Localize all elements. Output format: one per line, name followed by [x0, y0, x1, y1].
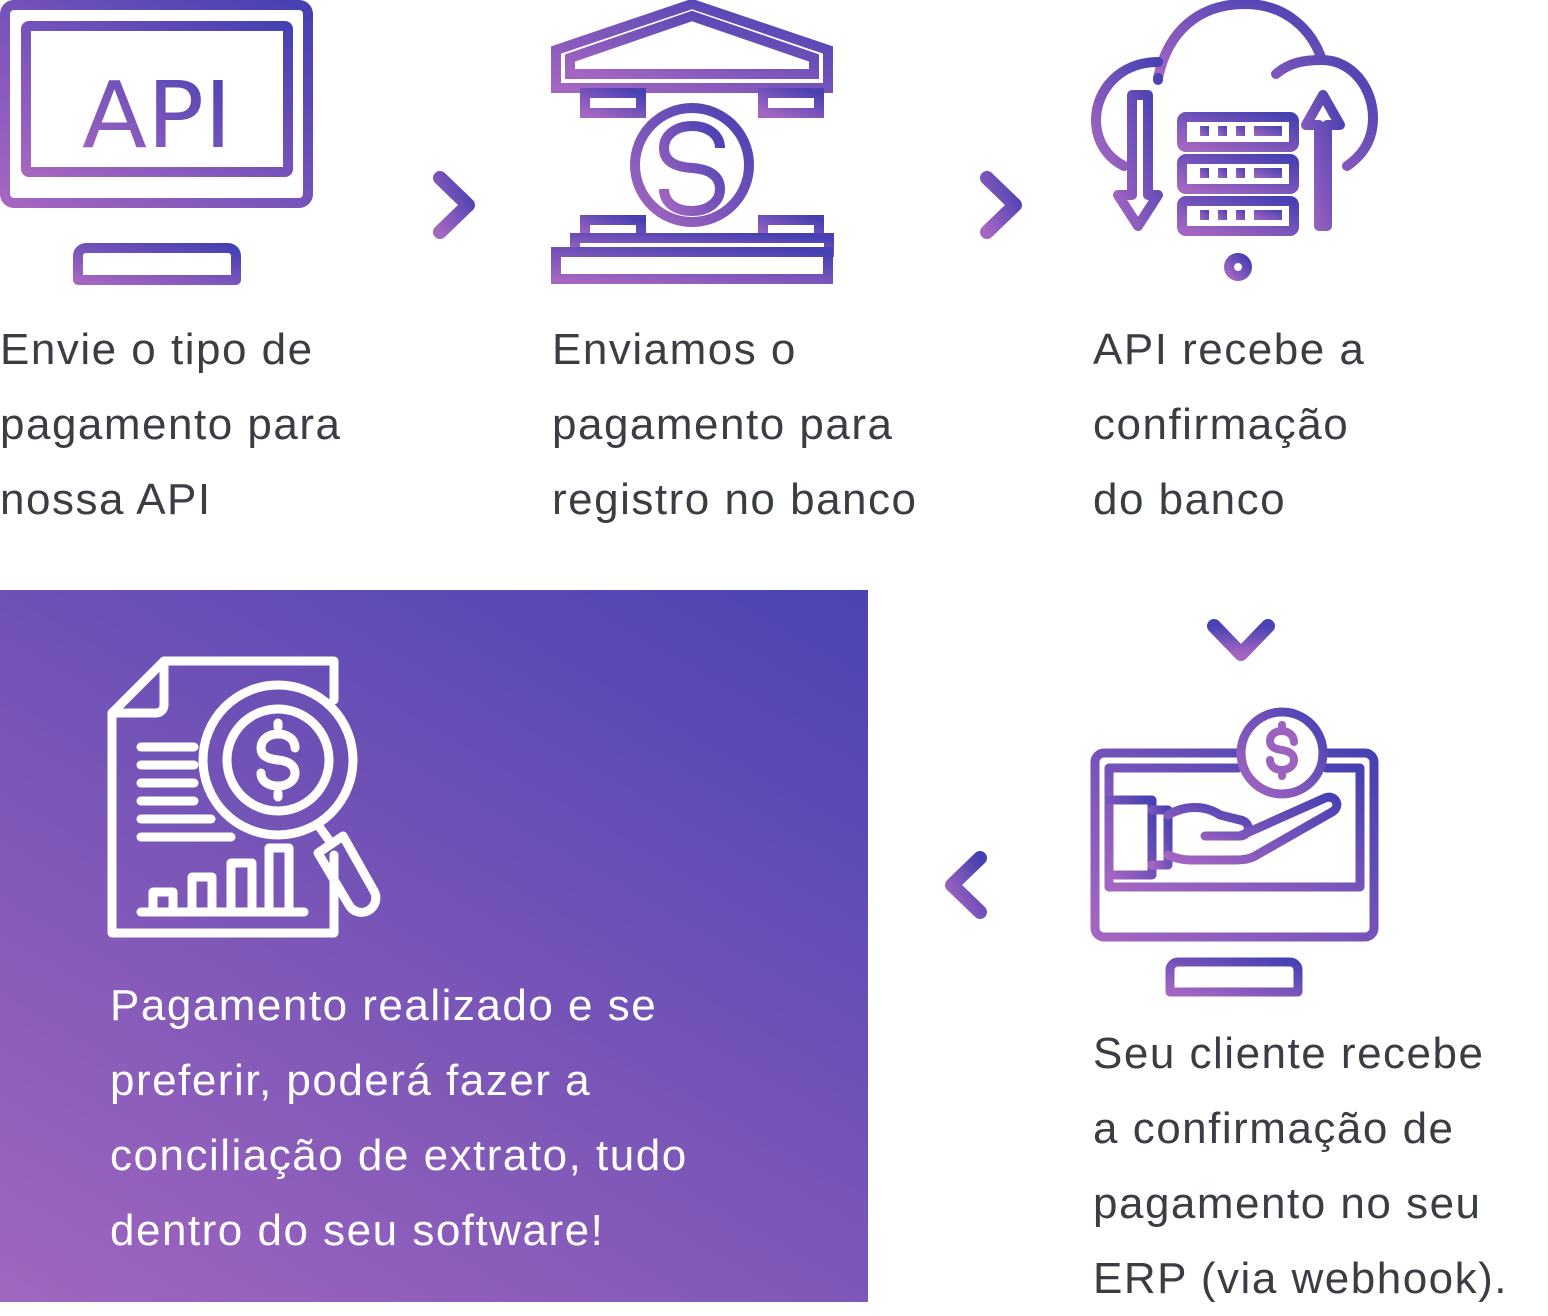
text-line: a confirmação de: [1093, 1104, 1455, 1153]
text-line: confirmação: [1093, 400, 1350, 449]
arrow-right-icon: [396, 170, 478, 240]
cloud-server-sync-icon: [1090, 0, 1380, 285]
step-2-description: Enviamos o pagamento para registro no ba…: [552, 312, 918, 537]
text-line: API recebe a: [1093, 325, 1366, 374]
text-line: conciliação de extrato, tudo: [110, 1131, 688, 1180]
text-line: pagamento para: [552, 400, 894, 449]
text-line: pagamento no seu: [1093, 1179, 1482, 1228]
document-magnifier-dollar-icon: [106, 655, 391, 940]
monitor-hand-dollar-icon: [1090, 707, 1380, 1000]
step-3-description: API recebe a confirmação do banco: [1093, 312, 1365, 537]
text-line: Enviamos o: [552, 325, 797, 374]
api-label: API: [82, 62, 232, 169]
monitor-api-icon: API: [0, 0, 315, 285]
step-4-description: Seu cliente recebe a confirmação de paga…: [1093, 1016, 1508, 1316]
text-line: registro no banco: [552, 475, 918, 524]
text-line: do banco: [1093, 475, 1287, 524]
bank-dollar-icon: [550, 0, 834, 284]
arrow-left-icon: [942, 850, 1026, 920]
arrow-down-icon: [1206, 580, 1276, 664]
text-line: Pagamento realizado e se: [110, 981, 658, 1030]
arrow-right-icon: [943, 170, 1025, 240]
step-5-description: Pagamento realizado e se preferir, poder…: [110, 968, 688, 1268]
text-line: preferir, poderá fazer a: [110, 1056, 592, 1105]
text-line: ERP (via webhook).: [1093, 1254, 1509, 1303]
text-line: pagamento para: [0, 400, 342, 449]
text-line: Seu cliente recebe: [1093, 1029, 1485, 1078]
text-line: Envie o tipo de: [0, 325, 314, 374]
step-1-description: Envie o tipo de pagamento para nossa API: [0, 312, 341, 537]
text-line: nossa API: [0, 475, 212, 524]
text-line: dentro do seu software!: [110, 1206, 605, 1255]
